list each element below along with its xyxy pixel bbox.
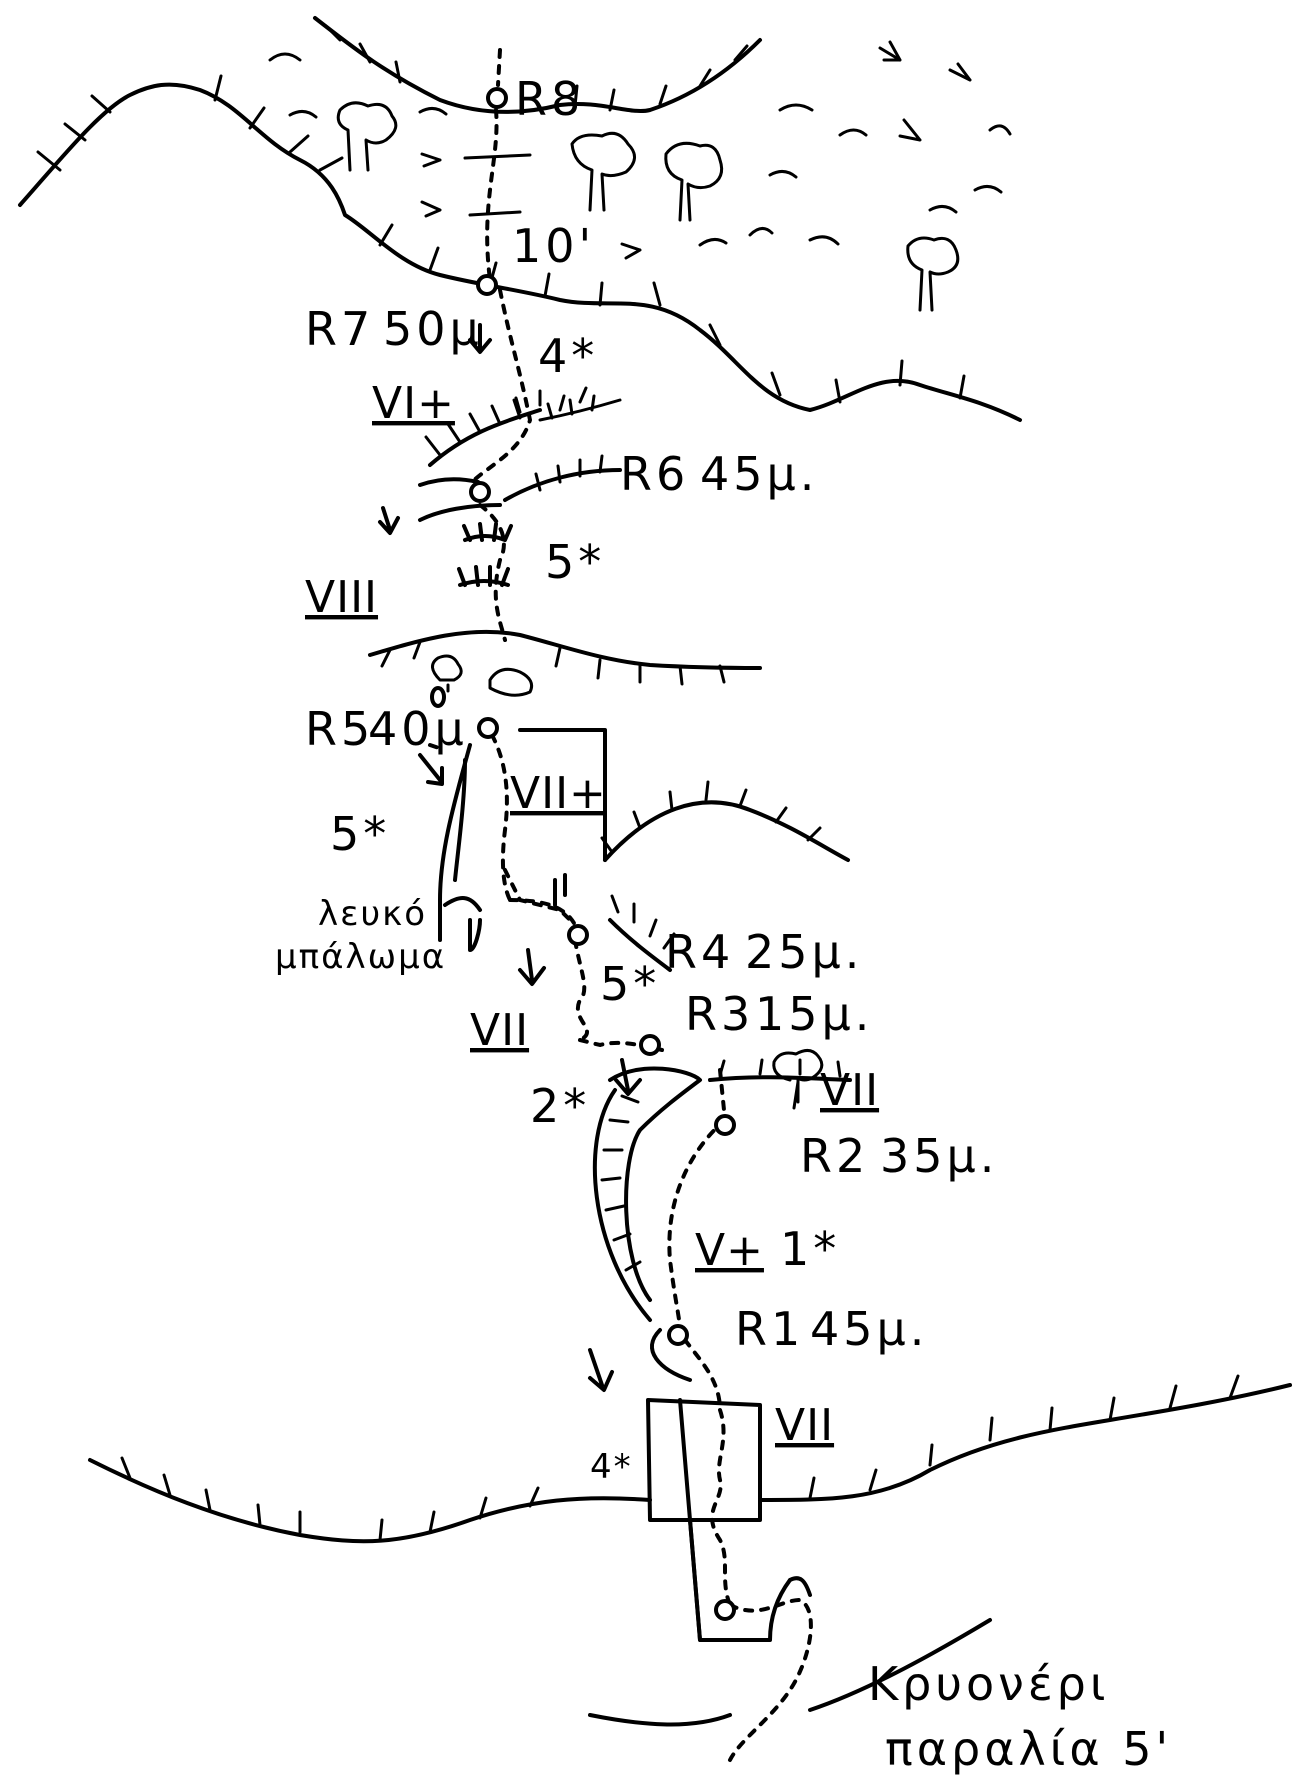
belay-R1 — [667, 1324, 689, 1346]
belay-stations — [430, 87, 736, 1621]
grade-pitch-6: VII+ — [510, 768, 607, 819]
ledge-mid — [368, 629, 762, 670]
approach-location: Κρυονέρι — [868, 1657, 1109, 1711]
pitch-length-R7: 50μ — [383, 302, 483, 356]
tree — [336, 101, 398, 172]
pitch-length-R1: 45μ. — [810, 1302, 928, 1356]
start-point — [714, 1599, 736, 1621]
grade-pitch-4: VII — [820, 1065, 879, 1116]
grade-pitch-8: VI+ — [372, 378, 455, 429]
tree — [664, 141, 724, 222]
belay-label-R5: R5 — [305, 702, 374, 756]
terrain — [18, 16, 1292, 1727]
arch-corner — [592, 1049, 852, 1382]
rock-ledges-R6 — [418, 386, 622, 587]
tree — [906, 236, 960, 312]
ridge-top — [313, 16, 762, 114]
grade-pitch-5: VII — [470, 1005, 529, 1056]
walk-time-label: 10' — [512, 219, 595, 273]
belay-R4 — [567, 924, 589, 946]
grade-pitch-7: VIII — [305, 572, 378, 623]
belay-label-R1: R1 — [735, 1302, 804, 1356]
belay-R5 — [477, 717, 499, 739]
small-tree — [431, 654, 463, 693]
pitch-length-R6: 45μ. — [700, 447, 818, 501]
tree — [772, 1049, 824, 1110]
arrow-down-icon — [378, 506, 400, 535]
belay-label-R2: R2 — [800, 1129, 869, 1183]
approach-gully — [588, 1618, 992, 1727]
grass-tuft — [878, 40, 902, 62]
grade-pitch-2: V+ — [695, 1225, 764, 1276]
labels: R8 10' R7 50μ 4* VI+ R6 45μ. 5* VIII R5 … — [275, 72, 1172, 1776]
belay-label-R4: R4 — [665, 925, 734, 979]
belay-label-R6: R6 — [620, 447, 689, 501]
stars-pitch-5: 5* — [600, 957, 660, 1011]
arrow-down-icon — [588, 1348, 614, 1392]
arrow-down-icon — [468, 323, 492, 354]
note-white-patch-line1: λευκό — [318, 894, 427, 934]
ridge-hatching-top — [324, 24, 749, 112]
trail-crossings — [463, 153, 532, 217]
grass-tuft — [420, 152, 442, 168]
ledge-hatching-mid — [380, 640, 726, 686]
tree — [570, 131, 636, 212]
small-bush — [488, 667, 534, 697]
belay-R8 — [486, 87, 508, 109]
belay-R7 — [476, 274, 498, 296]
belay-R3 — [639, 1034, 661, 1056]
pitch-length-R5: 40μ — [368, 702, 468, 756]
dihedral-block — [438, 728, 850, 972]
ledge-tufts-R7 — [538, 394, 622, 422]
belay-R2 — [714, 1114, 736, 1136]
belay-R6 — [469, 481, 491, 503]
belay-label-R8: R8 — [515, 72, 584, 126]
note-white-patch-line2: μπάλωμα — [275, 937, 446, 977]
descent-arrows — [378, 323, 642, 1392]
route-line — [428, 48, 813, 1762]
pitch-length-R3: 15μ. — [755, 987, 873, 1041]
approach-time: παραλία 5' — [885, 1722, 1172, 1776]
stars-pitch-7: 5* — [545, 535, 605, 589]
stars-pitch-3: 2* — [530, 1079, 590, 1133]
bolt-mark — [430, 686, 446, 708]
stars-pitch-8: 4* — [538, 329, 598, 383]
ridge-hatching-upper-left — [36, 74, 966, 404]
stars-pitch-2: 1* — [780, 1222, 840, 1276]
pitch-length-R4: 25μ. — [745, 925, 863, 979]
lower-wall — [88, 1374, 1292, 1642]
belay-label-R7: R7 — [305, 302, 374, 356]
grass-tuft — [898, 118, 922, 142]
belay-label-R3: R3 — [685, 987, 754, 1041]
pitch-length-R2: 35μ. — [880, 1129, 998, 1183]
grass-tuft — [420, 200, 442, 218]
arrow-down-icon — [418, 753, 444, 786]
stars-pitch-6: 5* — [330, 807, 390, 861]
grade-pitch-1: VII — [775, 1400, 834, 1451]
grass-tuft — [948, 62, 972, 82]
vegetation — [268, 40, 1012, 312]
arrow-down-icon — [518, 948, 546, 986]
arrow-down-icon — [614, 1058, 642, 1096]
grass-tuft — [620, 242, 642, 260]
ridge-upper-left — [18, 82, 1022, 422]
stars-pitch-1: 4* — [590, 1447, 633, 1487]
